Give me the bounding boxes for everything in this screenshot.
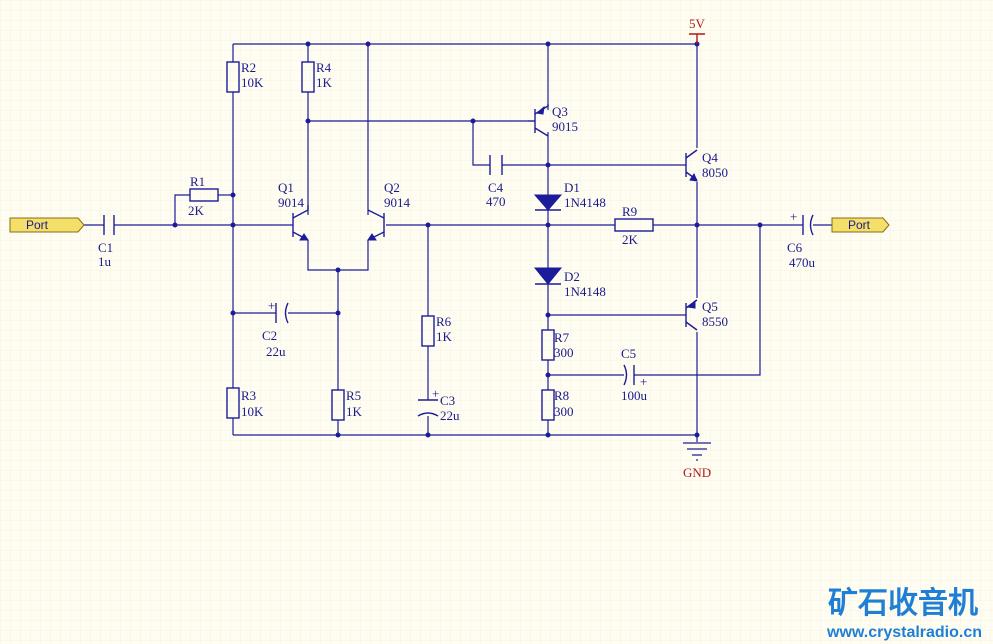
svg-text:2K: 2K [188, 203, 205, 218]
diode-d2[interactable]: D2 1N4148 [533, 267, 606, 299]
svg-text:1K: 1K [346, 404, 363, 419]
svg-text:9015: 9015 [552, 119, 578, 134]
svg-text:300: 300 [554, 404, 574, 419]
vcc-symbol: 5V [689, 16, 706, 44]
svg-text:R2: R2 [241, 60, 256, 75]
capacitor-c4[interactable]: C4 470 [486, 155, 506, 209]
transistor-q3[interactable]: Q3 9015 [528, 104, 578, 137]
svg-text:470: 470 [486, 194, 506, 209]
transistor-q1[interactable]: Q1 9014 [278, 180, 309, 241]
svg-text:R7: R7 [554, 330, 570, 345]
input-port-label: Port [26, 218, 49, 232]
output-port[interactable]: Port [831, 217, 890, 233]
transistor-q4[interactable]: Q4 8050 [685, 149, 728, 182]
transistor-q2[interactable]: Q2 9014 [367, 180, 411, 241]
resistor-r9[interactable]: R9 2K [614, 204, 654, 247]
resistor-r7[interactable]: R7 300 [541, 329, 574, 361]
svg-text:C4: C4 [488, 180, 504, 195]
svg-text:1K: 1K [436, 329, 453, 344]
svg-text:2K: 2K [622, 232, 639, 247]
svg-text:R3: R3 [241, 388, 256, 403]
svg-text:300: 300 [554, 345, 574, 360]
resistor-r1[interactable]: R1 2K [188, 174, 219, 218]
svg-text:470u: 470u [789, 255, 816, 270]
svg-text:22u: 22u [440, 408, 460, 423]
svg-text:C2: C2 [262, 328, 277, 343]
c5-plus: + [640, 374, 647, 389]
capacitor-c2[interactable]: + C2 22u [262, 298, 289, 359]
diode-d1[interactable]: D1 1N4148 [533, 180, 606, 211]
resistor-r6[interactable]: R6 1K [421, 314, 453, 347]
capacitor-c3[interactable]: + C3 22u [417, 386, 460, 423]
svg-text:8050: 8050 [702, 165, 728, 180]
capacitor-c1[interactable]: C1 1u [98, 215, 115, 269]
svg-text:10K: 10K [241, 404, 264, 419]
svg-text:100u: 100u [621, 388, 648, 403]
watermark-url: www.crystalradio.cn [826, 624, 982, 641]
watermark: 矿石收音机 www.crystalradio.cn [826, 586, 982, 641]
svg-text:22u: 22u [266, 344, 286, 359]
c2-plus: + [268, 298, 275, 313]
svg-text:R9: R9 [622, 204, 637, 219]
svg-text:Q2: Q2 [384, 180, 400, 195]
resistor-r8[interactable]: R8 300 [541, 388, 574, 421]
svg-text:1u: 1u [98, 254, 112, 269]
svg-text:Q4: Q4 [702, 150, 718, 165]
gnd-label: GND [683, 465, 711, 480]
svg-text:C6: C6 [787, 240, 803, 255]
svg-text:D2: D2 [564, 269, 580, 284]
resistor-r4[interactable]: R4 1K [301, 60, 333, 93]
c6-plus: + [790, 209, 797, 224]
svg-text:Q5: Q5 [702, 299, 718, 314]
capacitor-c5[interactable]: + C5 100u [621, 346, 648, 403]
svg-text:9014: 9014 [384, 195, 411, 210]
junctions [172, 41, 763, 438]
svg-text:R4: R4 [316, 60, 332, 75]
gnd-symbol: GND [683, 442, 711, 480]
svg-text:R6: R6 [436, 314, 452, 329]
svg-text:10K: 10K [241, 75, 264, 90]
svg-text:Q1: Q1 [278, 180, 294, 195]
svg-text:9014: 9014 [278, 195, 305, 210]
svg-text:8550: 8550 [702, 314, 728, 329]
svg-text:D1: D1 [564, 180, 580, 195]
svg-text:C5: C5 [621, 346, 636, 361]
svg-text:R8: R8 [554, 388, 569, 403]
svg-text:1N4148: 1N4148 [564, 195, 606, 210]
svg-text:R1: R1 [190, 174, 205, 189]
svg-text:1K: 1K [316, 75, 333, 90]
svg-text:R5: R5 [346, 388, 361, 403]
transistor-q5[interactable]: Q5 8550 [685, 299, 728, 331]
watermark-title: 矿石收音机 [828, 586, 978, 621]
capacitor-c6[interactable]: + C6 470u [787, 209, 816, 270]
svg-text:C3: C3 [440, 393, 455, 408]
resistor-r3[interactable]: R3 10K [226, 387, 264, 419]
resistor-r5[interactable]: R5 1K [331, 388, 363, 421]
input-port[interactable]: Port [9, 217, 85, 233]
output-port-label: Port [848, 218, 871, 232]
resistor-r2[interactable]: R2 10K [226, 60, 264, 93]
svg-text:1N4148: 1N4148 [564, 284, 606, 299]
svg-text:C1: C1 [98, 240, 113, 255]
c3-plus: + [432, 386, 439, 401]
vcc-label: 5V [689, 16, 706, 31]
svg-text:Q3: Q3 [552, 104, 568, 119]
